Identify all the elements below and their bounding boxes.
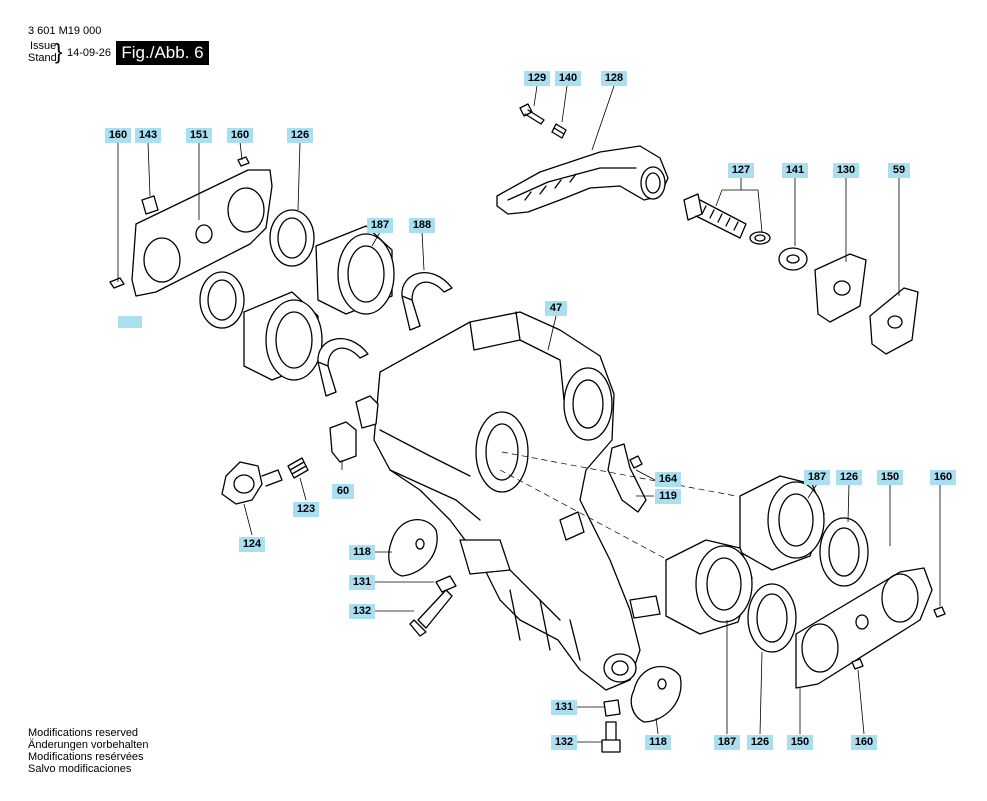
callout-141: 141 xyxy=(782,163,808,178)
callout-127: 127 xyxy=(728,163,754,178)
screw-129 xyxy=(519,103,545,125)
notice-line-de: Änderungen vorbehalten xyxy=(28,739,149,751)
bushing-187 xyxy=(243,225,395,381)
blank-callout-swatch xyxy=(118,316,142,328)
callout-123: 123 xyxy=(293,502,319,517)
lever-119 xyxy=(607,443,647,513)
callout-126: 126 xyxy=(747,735,773,750)
callout-160: 160 xyxy=(851,735,877,750)
callout-60: 60 xyxy=(332,484,354,499)
callout-59: 59 xyxy=(888,163,910,178)
washer-126 xyxy=(269,209,315,267)
callout-131: 131 xyxy=(551,700,577,715)
washer-141 xyxy=(778,247,808,271)
callout-47: 47 xyxy=(545,301,567,316)
washer-118 xyxy=(388,519,438,577)
stand-label: Stand xyxy=(28,52,57,64)
housing-47 xyxy=(373,311,661,691)
callout-129: 129 xyxy=(524,71,550,86)
issue-label: Issue xyxy=(30,40,57,52)
callout-151: 151 xyxy=(186,128,212,143)
callout-187: 187 xyxy=(804,470,830,485)
gasket-59 xyxy=(869,287,919,355)
callout-160: 160 xyxy=(227,128,253,143)
brace-glyph: } xyxy=(55,39,63,64)
callout-188: 188 xyxy=(409,218,435,233)
notice-line-en: Modifications reserved xyxy=(28,727,139,739)
part-number: 3 601 M19 000 xyxy=(28,25,102,37)
callout-118: 118 xyxy=(645,735,671,750)
notice-line-fr: Modifications resérvées xyxy=(28,751,144,763)
issue-date: 14-09-26 xyxy=(67,47,112,59)
callout-187: 187 xyxy=(714,735,740,750)
callout-126: 126 xyxy=(836,470,862,485)
modifications-notice: Modifications reserved Änderungen vorbeh… xyxy=(28,727,148,775)
handle-128 xyxy=(496,145,669,215)
plate-151 xyxy=(131,169,273,297)
callout-124: 124 xyxy=(239,537,265,552)
bolt-132 xyxy=(417,589,453,629)
callout-119: 119 xyxy=(655,489,681,504)
callout-118: 118 xyxy=(349,545,375,560)
knob-124 xyxy=(221,461,283,505)
callout-130: 130 xyxy=(833,163,859,178)
callout-131: 131 xyxy=(349,575,375,590)
callout-164: 164 xyxy=(655,472,681,487)
callout-132: 132 xyxy=(349,604,375,619)
callout-126: 126 xyxy=(287,128,313,143)
callout-128: 128 xyxy=(601,71,627,86)
callout-150: 150 xyxy=(877,470,903,485)
callout-150: 150 xyxy=(787,735,813,750)
callout-160: 160 xyxy=(930,470,956,485)
callout-140: 140 xyxy=(555,71,581,86)
figure-label: Fig./Abb. 6 xyxy=(116,41,209,65)
callout-132: 132 xyxy=(551,735,577,750)
callout-187: 187 xyxy=(367,218,393,233)
callout-160: 160 xyxy=(105,128,131,143)
plate-150 xyxy=(795,567,933,689)
clamp-188 xyxy=(401,272,453,301)
clip-60 xyxy=(329,421,357,463)
callout-143: 143 xyxy=(135,128,161,143)
bolt-127 xyxy=(683,193,771,245)
plate-130 xyxy=(814,253,867,323)
notice-line-es: Salvo modificaciones xyxy=(28,763,132,775)
spring-123 xyxy=(287,457,309,479)
spring-140 xyxy=(551,123,567,139)
